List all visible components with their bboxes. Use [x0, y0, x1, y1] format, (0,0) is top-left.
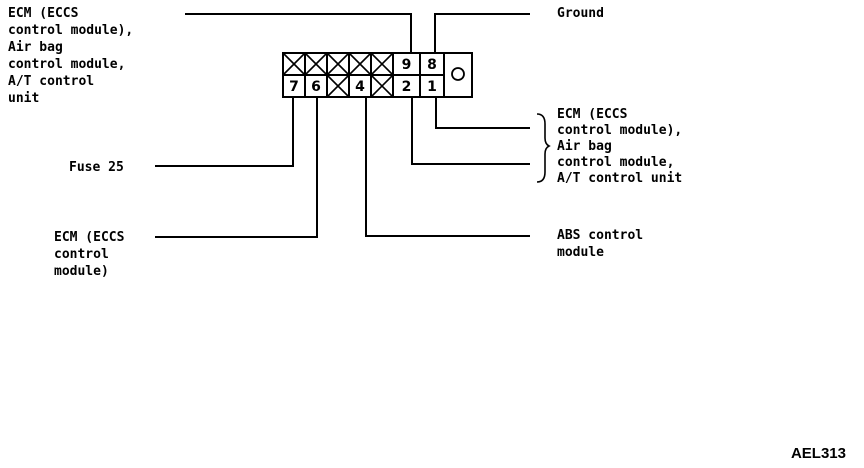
wire-pin-2	[411, 97, 530, 165]
pin-7-label: 7	[289, 79, 299, 95]
pin-2-label: 2	[402, 79, 412, 95]
wire-pin-8	[434, 13, 530, 53]
cross-mark-icon	[282, 52, 394, 98]
svg-text:control module),: control module),	[8, 23, 133, 38]
svg-text:control: control	[54, 247, 109, 262]
wire-pin-4	[365, 97, 530, 237]
svg-text:control module),: control module),	[557, 123, 682, 138]
svg-text:control module,: control module,	[557, 155, 674, 170]
wires	[155, 13, 530, 238]
svg-text:control module,: control module,	[8, 57, 125, 72]
label-fuse-25: Fuse 25	[69, 160, 124, 175]
circle-icon	[451, 67, 465, 81]
svg-text:module): module)	[54, 264, 109, 279]
pin-9-label: 9	[402, 57, 412, 73]
wire-pin-1	[435, 97, 530, 129]
svg-text:A/T control unit: A/T control unit	[557, 171, 682, 186]
wire-pin-6	[155, 97, 318, 238]
svg-text:ECM (ECCS: ECM (ECCS	[557, 107, 628, 122]
svg-text:Air bag: Air bag	[8, 40, 63, 55]
svg-text:Air bag: Air bag	[557, 139, 612, 154]
label-ecm-module: ECM (ECCS control module)	[54, 230, 125, 279]
svg-text:module: module	[557, 245, 604, 260]
figure-code: AEL313	[791, 445, 846, 462]
pin-6-label: 6	[311, 79, 321, 95]
svg-text:unit: unit	[8, 91, 39, 106]
label-abs-control-module: ABS control module	[557, 228, 643, 260]
svg-text:ECM (ECCS: ECM (ECCS	[8, 6, 79, 21]
svg-text:A/T control: A/T control	[8, 74, 94, 89]
label-ecm-airbag-at-right: ECM (ECCS control module), Air bag contr…	[557, 107, 682, 186]
label-ground: Ground	[557, 6, 604, 21]
label-ecm-airbag-at-left: ECM (ECCS control module), Air bag contr…	[8, 6, 133, 106]
svg-text:ECM (ECCS: ECM (ECCS	[54, 230, 125, 245]
wire-pin-9	[185, 13, 412, 53]
svg-text:ABS control: ABS control	[557, 228, 643, 243]
pin-4-label: 4	[355, 79, 365, 95]
pin-1-label: 1	[427, 79, 437, 95]
pin-8-label: 8	[427, 57, 437, 73]
wire-pin-7	[155, 97, 294, 167]
right-brace-icon	[536, 113, 551, 183]
